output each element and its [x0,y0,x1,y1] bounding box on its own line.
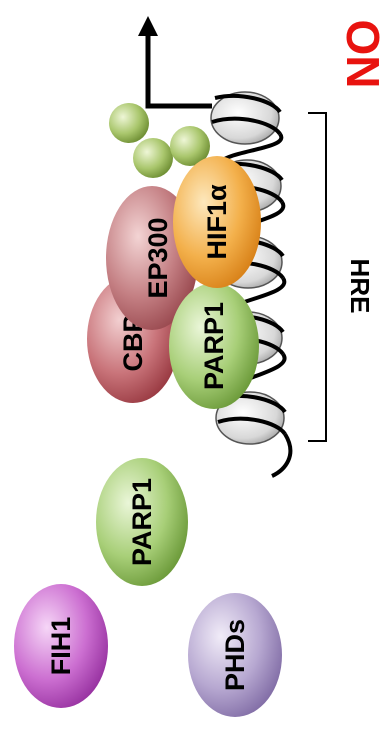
small-sphere [109,103,149,143]
hre-label: HRE [345,259,375,314]
fih1-protein: FIH1 [14,584,108,708]
parp1-free-protein: PARP1 [96,458,188,586]
on-label: ON [337,20,389,89]
small-sphere [133,138,173,178]
phds-label: PHDs [220,619,250,691]
fih1-label: FIH1 [46,617,76,676]
nucleosome [210,91,282,145]
small-spheres [109,103,210,178]
parp1-free-label: PARP1 [127,478,157,566]
hif1a-label: HIF1α [202,184,232,260]
ep300-label: EP300 [143,217,173,298]
hre-bracket [308,112,327,442]
parp1-bound-protein: PARP1 [169,283,259,409]
small-sphere [170,126,210,166]
hif1a-protein: HIF1α [173,156,261,288]
phds-protein: PHDs [188,593,282,717]
transcription-start-arrow [138,16,212,109]
parp1-bound-label: PARP1 [199,302,229,390]
